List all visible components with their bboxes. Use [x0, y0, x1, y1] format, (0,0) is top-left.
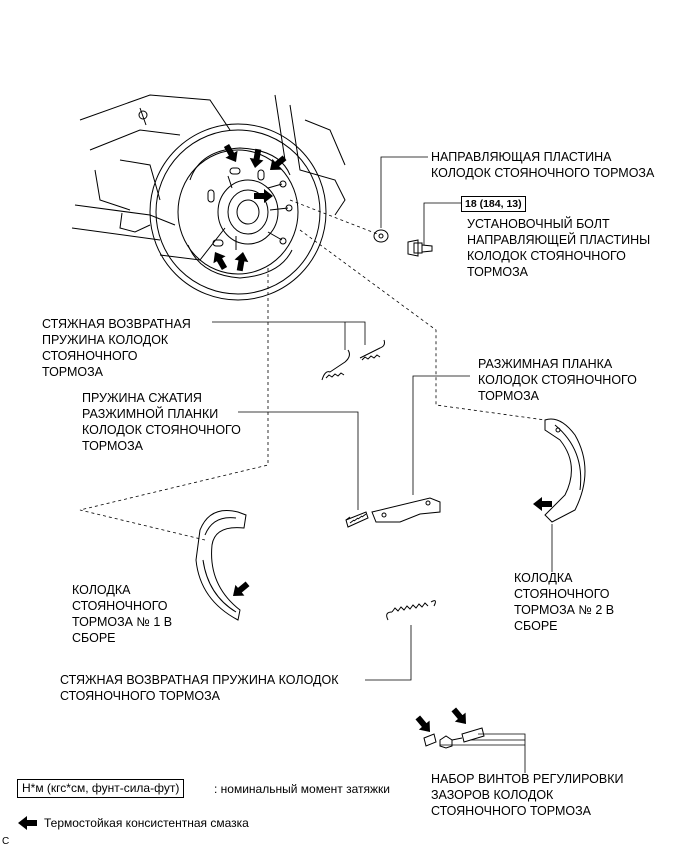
- dashed-leaders: [79, 199, 546, 541]
- grease-arrow-adjuster-1: [412, 712, 436, 737]
- parking-shoe-1: [195, 510, 247, 621]
- grease-arrow-shoe2: [533, 497, 552, 511]
- legend-grease-arrow-icon: [18, 816, 37, 830]
- label-strut: РАЗЖИМНАЯ ПЛАНКА КОЛОДОК СТОЯНОЧНОГО ТОР…: [478, 357, 637, 403]
- leader-lines: [212, 156, 553, 773]
- legend-torque-text: : номинальный момент затяжки: [214, 782, 390, 796]
- corner-mark: C: [2, 836, 10, 847]
- guide-plate-bolt-part: [407, 239, 433, 257]
- strut-part: [371, 497, 441, 523]
- adjuster-set: [423, 727, 485, 749]
- label-strut-spring: ПРУЖИНА СЖАТИЯ РАЗЖИМНОЙ ПЛАНКИ КОЛОДОК …: [82, 391, 241, 453]
- label-adjuster-set: НАБОР ВИНТОВ РЕГУЛИРОВКИ ЗАЗОРОВ КОЛОДОК…: [431, 772, 624, 818]
- label-return-spring-top: СТЯЖНАЯ ВОЗВРАТНАЯ ПРУЖИНА КОЛОДОК СТОЯН…: [42, 317, 191, 379]
- label-return-spring-bottom: СТЯЖНАЯ ВОЗВРАТНАЯ ПРУЖИНА КОЛОДОК СТОЯН…: [60, 673, 339, 703]
- parking-shoe-2: [544, 418, 586, 523]
- torque-spec-badge: 18 (184, 13): [461, 196, 526, 212]
- lower-return-spring: [386, 600, 436, 621]
- legend-grease-text: Термостойкая консистентная смазка: [44, 816, 249, 830]
- legend-torque-unit: Н*м (кгс*см, фунт-сила-фут): [17, 779, 185, 798]
- guide-plate-part: [373, 229, 389, 243]
- upper-return-springs: [321, 339, 385, 381]
- grease-arrows-backing-plate: [208, 142, 290, 272]
- backing-plate-assembly: [71, 94, 346, 301]
- label-shoe-1: КОЛОДКА СТОЯНОЧНОГО ТОРМОЗА № 1 В СБОРЕ: [72, 583, 173, 645]
- label-guide-plate-bolt: УСТАНОВОЧНЫЙ БОЛТ НАПРАВЛЯЮЩЕЙ ПЛАСТИНЫ …: [467, 217, 651, 279]
- label-guide-plate: НАПРАВЛЯЮЩАЯ ПЛАСТИНА КОЛОДОК СТОЯНОЧНОГ…: [431, 150, 655, 180]
- strut-spring-part: [345, 511, 369, 528]
- grease-arrow-shoe1: [228, 578, 253, 602]
- grease-arrow-adjuster-2: [448, 704, 472, 729]
- label-shoe-2: КОЛОДКА СТОЯНОЧНОГО ТОРМОЗА № 2 В СБОРЕ: [514, 571, 615, 633]
